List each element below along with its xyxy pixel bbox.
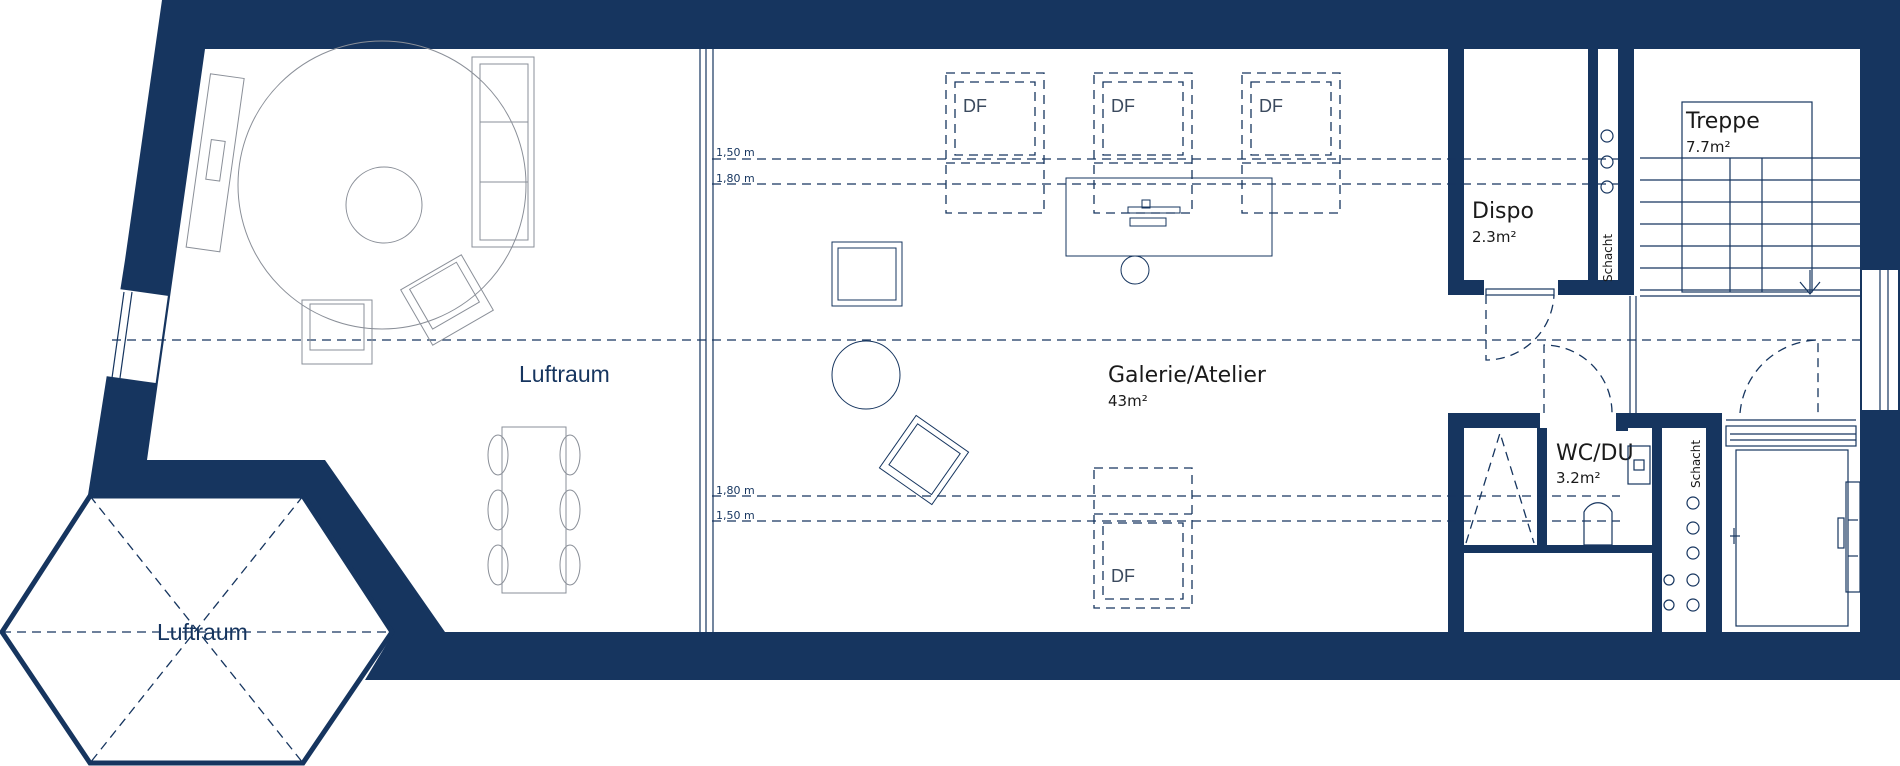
wall-dispo-bottom-a: [1448, 280, 1484, 295]
skylight-bottom: DF: [1093, 467, 1193, 609]
galerie-chair-rotated: [878, 414, 970, 506]
hexagon-void: [0, 493, 396, 766]
skylight-label: DF: [1111, 96, 1135, 116]
armchair-2: [400, 254, 494, 346]
wall-dispo-left: [1448, 49, 1464, 295]
wall-kitchen-left: [1706, 428, 1722, 632]
galerie-name: Galerie/Atelier: [1108, 363, 1267, 388]
door-dispo: [1485, 288, 1555, 361]
treppe-area: 7.7m²: [1686, 138, 1730, 156]
door-wc: [1543, 344, 1613, 414]
dim-label-top-1: 1,50 m: [716, 146, 755, 159]
desk: [1065, 177, 1273, 285]
schacht-upper-label: Schacht: [1601, 234, 1615, 282]
round-rug: [237, 40, 527, 330]
window-left-pane: [111, 291, 125, 379]
dispo-name: Dispo: [1472, 199, 1534, 224]
wall-wc-top: [1448, 413, 1540, 428]
hexagon-luftraum-label: Luftraum: [157, 619, 248, 645]
wc-name: WC/DU: [1556, 441, 1634, 466]
wc-area: 3.2m²: [1556, 469, 1600, 487]
armchair-1: [301, 299, 373, 365]
sofa: [471, 56, 535, 248]
dim-label-top-2: 1,80 m: [716, 172, 755, 185]
wall-wc-left: [1448, 413, 1464, 632]
skylight-top-2: DF: [1093, 72, 1193, 214]
galerie-area: 43m²: [1108, 392, 1148, 410]
luftraum-label: Luftraum: [519, 361, 610, 387]
wc-fixtures: [1465, 430, 1651, 546]
door-kitchen: [1726, 339, 1856, 421]
treppe-name: Treppe: [1685, 109, 1760, 134]
dispo-area: 2.3m²: [1472, 228, 1516, 246]
kitchen-block: [1725, 425, 1861, 627]
wall-wc-top-right: [1616, 413, 1722, 428]
skylight-top-1: DF: [945, 72, 1045, 214]
skylight-top-3: DF: [1241, 72, 1341, 214]
coffee-table: [345, 166, 423, 244]
sideboard: [185, 73, 245, 253]
dining-table: [487, 426, 581, 594]
skylight-label: DF: [1111, 566, 1135, 586]
schacht-lower-label: Schacht: [1689, 440, 1703, 488]
wall-dispo-right: [1588, 49, 1598, 295]
wall-wc-right: [1652, 428, 1662, 632]
galerie-armchair: [831, 241, 903, 307]
skylight-label: DF: [1259, 96, 1283, 116]
dim-label-bottom-2: 1,50 m: [716, 509, 755, 522]
skylight-label: DF: [963, 96, 987, 116]
round-table: [831, 340, 901, 410]
staircase: [1640, 101, 1860, 297]
dim-label-bottom-1: 1,80 m: [716, 484, 755, 497]
wall-schacht: [1618, 49, 1634, 295]
wall-wc-shelf: [1464, 545, 1652, 553]
